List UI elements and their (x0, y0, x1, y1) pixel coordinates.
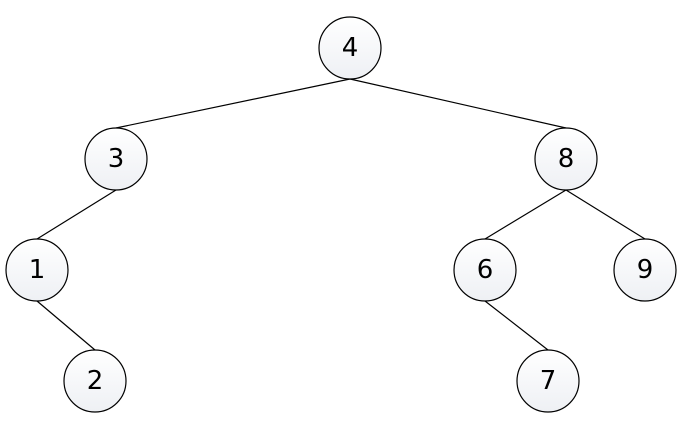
node-label: 6 (477, 255, 494, 285)
edge-4-3 (115, 78, 351, 129)
edge-8-9 (565, 189, 646, 240)
edge-8-6 (484, 189, 567, 240)
node-circle (63, 349, 127, 413)
tree-node-6: 6 (453, 238, 517, 302)
tree-node-4: 4 (318, 16, 382, 80)
tree-node-7: 7 (516, 349, 580, 413)
node-circle (516, 349, 580, 413)
node-circle (318, 16, 382, 80)
node-label: 2 (87, 366, 104, 396)
node-circle (5, 238, 69, 302)
tree-node-2: 2 (63, 349, 127, 413)
node-label: 7 (540, 366, 557, 396)
node-label: 9 (637, 255, 654, 285)
tree-node-9: 9 (613, 238, 677, 302)
tree-node-3: 3 (84, 127, 148, 191)
node-circle (613, 238, 677, 302)
node-label: 4 (342, 33, 359, 63)
edge-4-8 (349, 78, 567, 129)
node-circle (534, 127, 598, 191)
node-label: 3 (108, 144, 125, 174)
edge-3-1 (36, 189, 117, 240)
node-circle (453, 238, 517, 302)
tree-node-8: 8 (534, 127, 598, 191)
node-circle (84, 127, 148, 191)
edge-6-7 (484, 300, 549, 351)
edge-1-2 (36, 300, 96, 351)
node-label: 8 (558, 144, 575, 174)
tree-edges (36, 78, 646, 351)
node-label: 1 (29, 255, 46, 285)
tree-node-1: 1 (5, 238, 69, 302)
